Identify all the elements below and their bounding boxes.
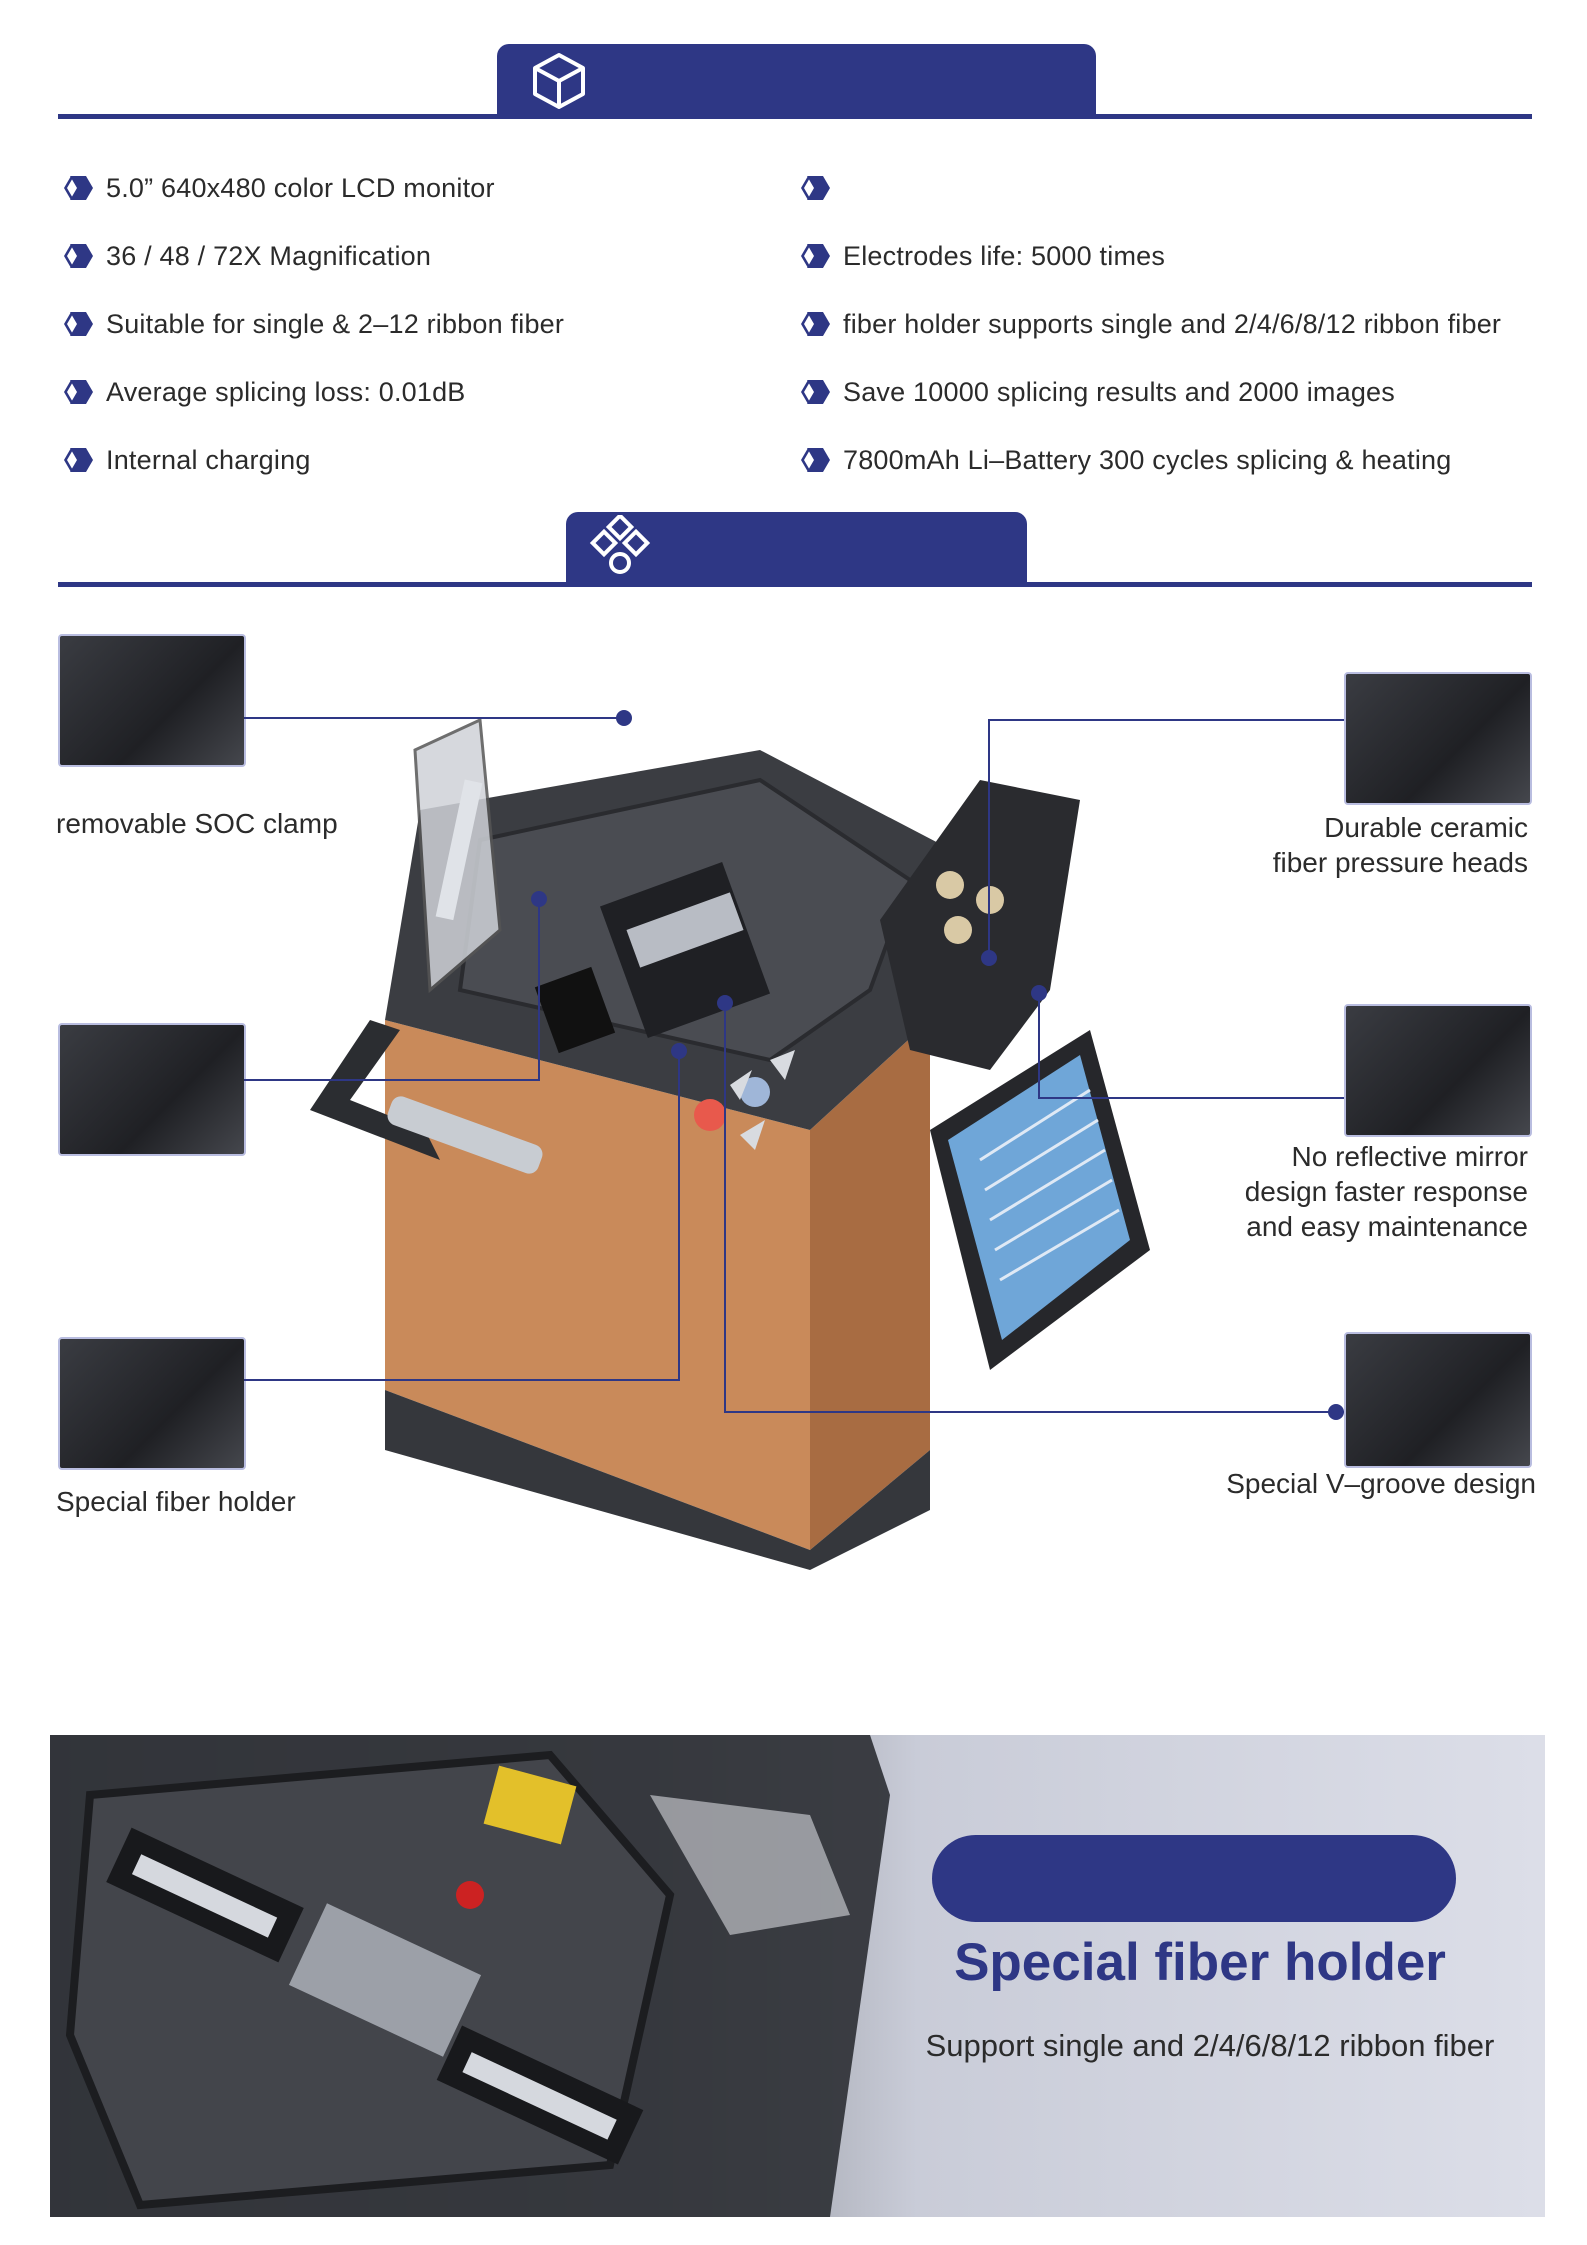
fiber-holder-thumbnail (58, 1337, 246, 1470)
hexagon-bullet-icon (797, 309, 833, 339)
hexagon-bullet-icon (60, 309, 96, 339)
banner-title: Special fiber holder (954, 1933, 1446, 1992)
hexagon-bullet-icon (60, 241, 96, 271)
section-rule-features (58, 114, 1532, 119)
feature-text: Internal charging (106, 444, 311, 475)
mirror-leader-h (1038, 1097, 1344, 1099)
section-rule-components (58, 582, 1532, 587)
hexagon-bullet-icon (60, 445, 96, 475)
feature-text: fiber holder supports single and 2/4/6/8… (843, 308, 1502, 339)
vgroove-origin-dot (717, 995, 733, 1011)
soc-clamp-label: removable SOC clamp (56, 808, 338, 839)
hexagon-bullet-icon (60, 377, 96, 407)
feature-item: 7800mAh Li–Battery 300 cycles splicing &… (797, 440, 1451, 480)
feature-text: Average splicing loss: 0.01dB (106, 376, 466, 407)
fiber-holder-dot (671, 1043, 687, 1059)
mirror-leader-v (1038, 992, 1040, 1099)
mirror-thumbnail (1344, 1004, 1532, 1137)
feature-text: Suitable for single & 2–12 ribbon fiber (106, 308, 565, 339)
feature-item: Suitable for single & 2–12 ribbon fiber (60, 304, 564, 344)
feature-text: 7800mAh Li–Battery 300 cycles splicing &… (843, 444, 1452, 475)
banner-subtitle: Support single and 2/4/6/8/12 ribbon fib… (925, 2028, 1495, 2063)
feature-item: Electrodes life: 5000 times (797, 236, 1165, 276)
feature-item (797, 168, 843, 208)
clamp-detail-thumbnail (58, 1023, 246, 1156)
cube-icon (533, 53, 585, 109)
fiber-holder-leader-h (244, 1379, 680, 1381)
feature-item: Save 10000 splicing results and 2000 ima… (797, 372, 1395, 412)
section-header-features (497, 44, 1096, 116)
fiber-holder-banner (50, 1735, 1545, 2217)
feature-text: Save 10000 splicing results and 2000 ima… (843, 376, 1395, 407)
mirror-label: No reflective mirror design faster respo… (1244, 1141, 1528, 1242)
hexagon-bullet-icon (797, 445, 833, 475)
fiber-holder-label: Special fiber holder (56, 1486, 296, 1517)
ceramic-heads-leader-h (988, 719, 1344, 721)
fusion-splicer-image (310, 717, 1150, 1570)
clamp-detail-dot (531, 891, 547, 907)
feature-item: fiber holder supports single and 2/4/6/8… (797, 304, 1501, 344)
ceramic-heads-thumbnail (1344, 672, 1532, 805)
soc-clamp-dot (616, 710, 632, 726)
vgroove-leader-h (726, 1411, 1344, 1413)
hexagon-bullet-icon (60, 173, 96, 203)
banner-pill (932, 1835, 1456, 1922)
hexagon-bullet-icon (797, 377, 833, 407)
feature-item: 36 / 48 / 72X Magnification (60, 236, 431, 276)
clamp-detail-leader-h (244, 1079, 538, 1081)
section-header-components (566, 512, 1027, 582)
soc-clamp-thumbnail (58, 634, 246, 767)
feature-text: 5.0” 640x480 color LCD monitor (106, 172, 495, 203)
vgroove-dot (1328, 1404, 1344, 1420)
components-icon (589, 515, 651, 574)
feature-item: Average splicing loss: 0.01dB (60, 372, 466, 412)
ceramic-heads-leader-v (988, 719, 990, 957)
ceramic-heads-label: Durable ceramic fiber pressure heads (1272, 812, 1528, 878)
soc-clamp-leader-line (244, 717, 624, 719)
vgroove-leader-v (724, 1002, 726, 1413)
clamp-detail-leader-v (538, 898, 540, 1081)
vgroove-thumbnail (1344, 1332, 1532, 1468)
hexagon-bullet-icon (797, 173, 833, 203)
feature-text: 36 / 48 / 72X Magnification (106, 240, 432, 271)
mirror-dot (1031, 985, 1047, 1001)
feature-item: 5.0” 640x480 color LCD monitor (60, 168, 495, 208)
feature-item: Internal charging (60, 440, 311, 480)
hexagon-bullet-icon (797, 241, 833, 271)
fiber-holder-leader-v (678, 1050, 680, 1381)
ceramic-heads-dot (981, 950, 997, 966)
vgroove-label: Special V–groove design (1226, 1468, 1536, 1499)
fiber-holder-closeup-image (50, 1735, 890, 2217)
feature-text: Electrodes life: 5000 times (843, 240, 1166, 271)
